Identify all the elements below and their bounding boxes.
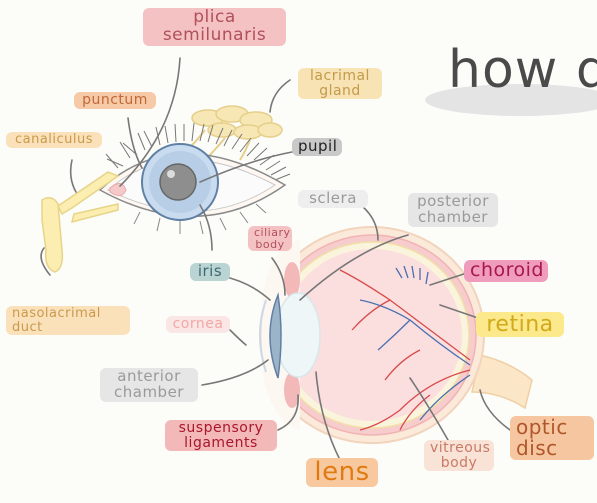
label-lens: lens <box>306 458 378 487</box>
label-vitreous-body: vitreous body <box>424 440 494 471</box>
label-cornea: cornea <box>166 316 230 333</box>
label-choroid: choroid <box>464 260 548 282</box>
label-iris: iris <box>190 263 230 281</box>
label-sclera: sclera <box>298 190 368 208</box>
label-canaliculus: canaliculus <box>6 132 102 148</box>
label-posterior-chamber: posterior chamber <box>408 193 498 227</box>
label-nasolacrimal-duct: nasolacrimal duct <box>6 306 130 335</box>
label-plica-semilunaris: plica semilunaris <box>143 8 286 46</box>
label-retina: retina <box>476 312 564 337</box>
label-optic-disc: optic disc <box>510 416 594 460</box>
label-ciliary-body: ciliary body <box>248 226 292 251</box>
label-lacrimal-gland: lacrimal gland <box>298 68 382 99</box>
label-anterior-chamber: anterior chamber <box>100 368 198 402</box>
label-pupil: pupil <box>292 138 342 156</box>
page-title: how d <box>448 40 597 100</box>
label-punctum: punctum <box>74 92 156 109</box>
label-suspensory-ligaments: suspensory ligaments <box>165 420 277 451</box>
